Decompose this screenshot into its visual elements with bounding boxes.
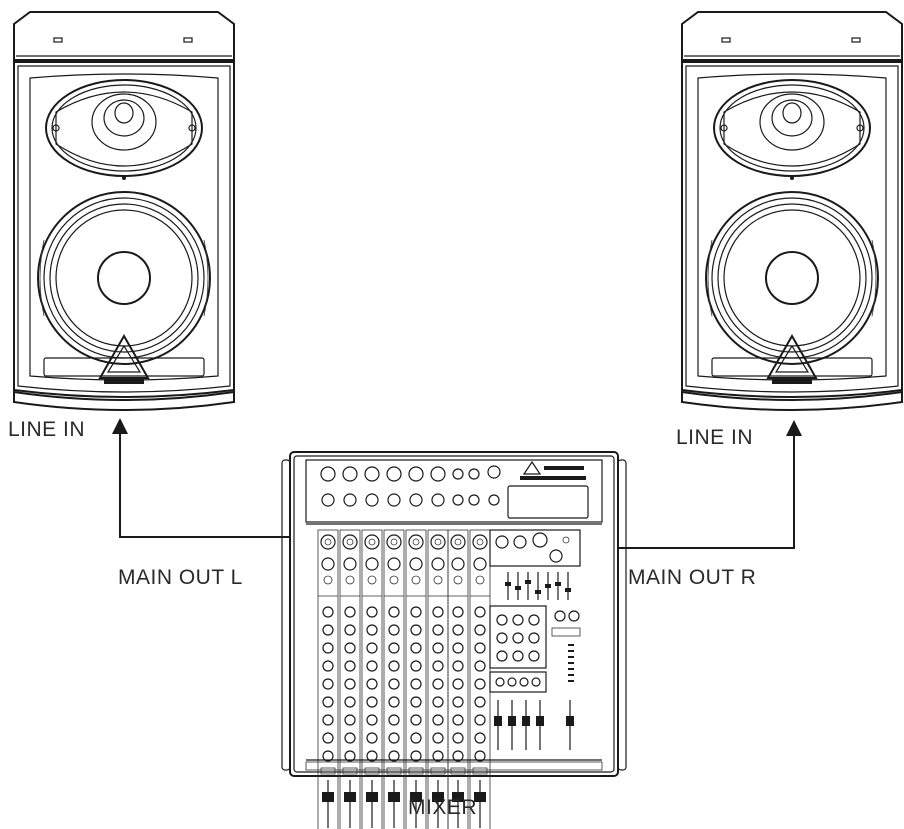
right-speaker: [681, 11, 903, 411]
mixer-label: MIXER: [408, 796, 478, 819]
right-cable: [618, 434, 795, 549]
right-arrowhead: [786, 420, 802, 436]
main-out-left-label: MAIN OUT L: [118, 566, 243, 589]
line-in-right-label: LINE IN: [676, 426, 754, 449]
mixer-master-section: [489, 529, 581, 750]
line-in-left-label: LINE IN: [8, 418, 86, 441]
mixer-channel-strips: [317, 529, 491, 829]
main-out-right-label: MAIN OUT R: [628, 566, 757, 589]
left-cable: [119, 432, 290, 538]
left-arrowhead: [112, 418, 128, 434]
left-speaker: [13, 11, 235, 411]
mixer-input-jacks: [320, 465, 501, 507]
mixer: [281, 451, 627, 829]
